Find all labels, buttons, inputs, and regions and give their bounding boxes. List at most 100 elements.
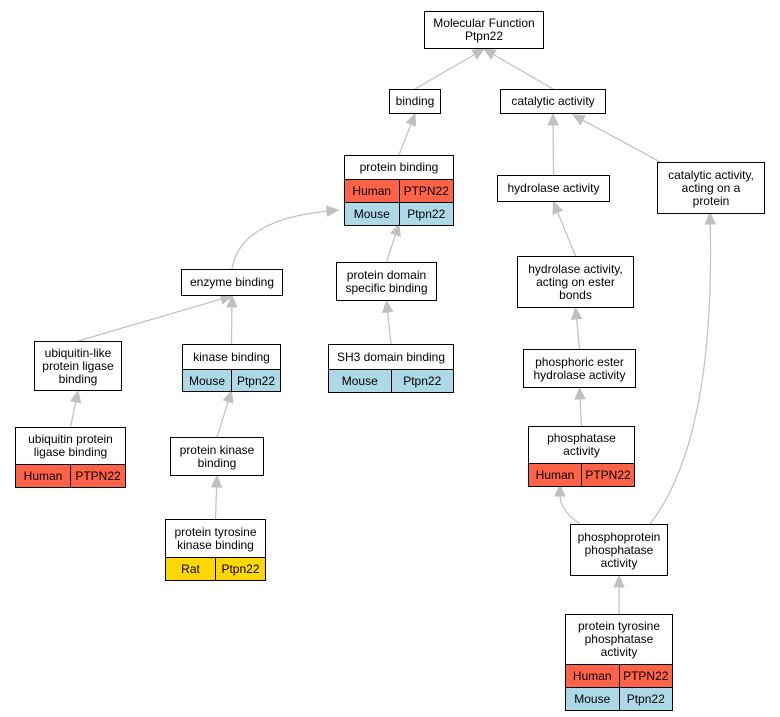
node-catprot[interactable]: catalytic activity, acting on a protein [657,162,765,214]
node-label: enzyme binding [189,275,275,289]
node-label: protein binding [359,160,439,174]
node-catalytic[interactable]: catalytic activity [500,89,606,114]
edge-ubiqprot-to-ubiqlike [69,401,77,428]
node-label: catalytic activity, acting on a protein [668,167,754,208]
gene-cell: Ptpn22 [618,688,673,710]
node-protkinase[interactable]: protein kinase binding [170,437,264,476]
species-row: Mouse Ptpn22 [183,369,280,391]
edge-protbind-to-binding [398,124,412,156]
species-row: Human PTPN22 [529,463,634,486]
species-row: Mouse Ptpn22 [329,369,453,392]
node-label: phosphoric ester hydrolase activity [533,354,626,382]
edge-ptkb-to-protkinase [214,486,218,520]
edge-arrowhead [325,205,340,217]
gene-cell: PTPN22 [581,464,634,486]
edge-phosphatase-to-phosester [579,398,583,427]
node-label: Molecular Function Ptpn22 [433,16,535,43]
node-phosester[interactable]: phosphoric ester hydrolase activity [523,349,636,388]
species-row: Human PTPN22 [345,179,453,202]
node-label: phosphoprotein phosphatase activity [577,529,661,570]
edge-phosester-to-hydroester [575,318,581,350]
node-pdsb[interactable]: protein domain specific binding [336,262,437,301]
edge-arrowhead [552,200,564,215]
species-row: Mouse Ptpn22 [345,202,453,225]
edge-sh3-to-pdsb [387,311,392,345]
edge-ubiqlike-to-enzyme [77,298,222,342]
edge-arrowhead [704,211,717,225]
gene-cell: Ptpn22 [390,370,454,392]
species-row: Rat Ptpn22 [166,557,265,580]
node-label: ubiquitin protein ligase binding [28,432,113,459]
gene-cell: PTPN22 [618,665,673,687]
edge-arrowhead [571,114,586,126]
node-label: protein domain specific binding [345,267,428,295]
gene-cell: Ptpn22 [215,558,265,580]
edge-arrowhead [570,306,583,321]
node-hydrolase[interactable]: hydrolase activity [497,175,610,202]
edge-arrowhead [389,222,401,237]
edge-arrowhead [613,574,625,588]
edge-arrowhead [482,48,497,60]
node-ubiqlike[interactable]: ubiquitin-like protein ligase binding [34,341,122,391]
node-binding[interactable]: binding [389,89,441,114]
node-label: catalytic activity [511,94,595,108]
edge-arrowhead [574,386,586,400]
edge-arrowhead [226,294,238,308]
species-cell: Mouse [341,374,378,388]
species-cell: Human [572,669,612,683]
node-label: SH3 domain binding [336,349,446,364]
node-label: protein tyrosine kinase binding [174,524,257,552]
node-label: ubiquitin-like protein ligase binding [42,345,114,386]
edge-arrowhead [381,299,394,314]
species-cell: Mouse [353,207,390,221]
edge-phosprot-to-phosphatase [559,495,581,525]
node-label: protein kinase binding [179,442,255,470]
species-cell: Rat [181,562,200,576]
node-hydroester[interactable]: hydrolase activity, acting on ester bond… [517,256,634,308]
edge-pdsb-to-protbind [385,234,397,263]
species-cell: Human [23,469,63,483]
species-cell: Mouse [574,692,611,706]
node-label: phosphatase activity [547,431,616,458]
node-label: hydrolase activity [507,181,600,195]
node-phosprot[interactable]: phosphoprotein phosphatase activity [570,524,668,576]
edge-protkinase-to-kinase [216,401,229,438]
node-label: binding [395,94,435,108]
edge-phosprot-to-catprot [649,223,712,525]
node-label: kinase binding [193,349,270,364]
gene-cell: Ptpn22 [398,203,454,225]
species-cell: Mouse [188,373,226,388]
edge-arrowhead [405,112,417,127]
edge-arrowhead [471,48,486,60]
species-row: Mouse Ptpn22 [566,687,672,710]
edge-arrowhead [547,112,559,126]
edge-arrowhead [69,389,82,404]
edge-arrowhead [554,483,566,497]
edge-arrowhead [222,389,234,404]
species-cell: Human [535,468,575,482]
edge-catalytic-to-mf [493,53,554,90]
species-row: Human PTPN22 [566,664,672,687]
edge-hydroester-to-hydrolase [557,211,577,257]
node-enzyme[interactable]: enzyme binding [181,269,283,296]
gene-cell: Ptpn22 [231,370,280,391]
node-mf[interactable]: Molecular Function Ptpn22 [424,11,544,49]
edge-enzyme-to-protbind [231,210,328,270]
edge-catprot-to-catalytic [582,119,663,164]
edge-arrowhead [210,474,223,488]
node-label: hydrolase activity, acting on ester bond… [528,261,623,302]
gene-cell: PTPN22 [398,180,454,202]
edge-binding-to-mf [414,53,475,90]
node-label: protein tyrosine phosphatase activity [577,619,661,659]
species-cell: Human [352,184,392,198]
species-row: Human PTPN22 [16,464,125,487]
gene-cell: PTPN22 [70,465,125,487]
